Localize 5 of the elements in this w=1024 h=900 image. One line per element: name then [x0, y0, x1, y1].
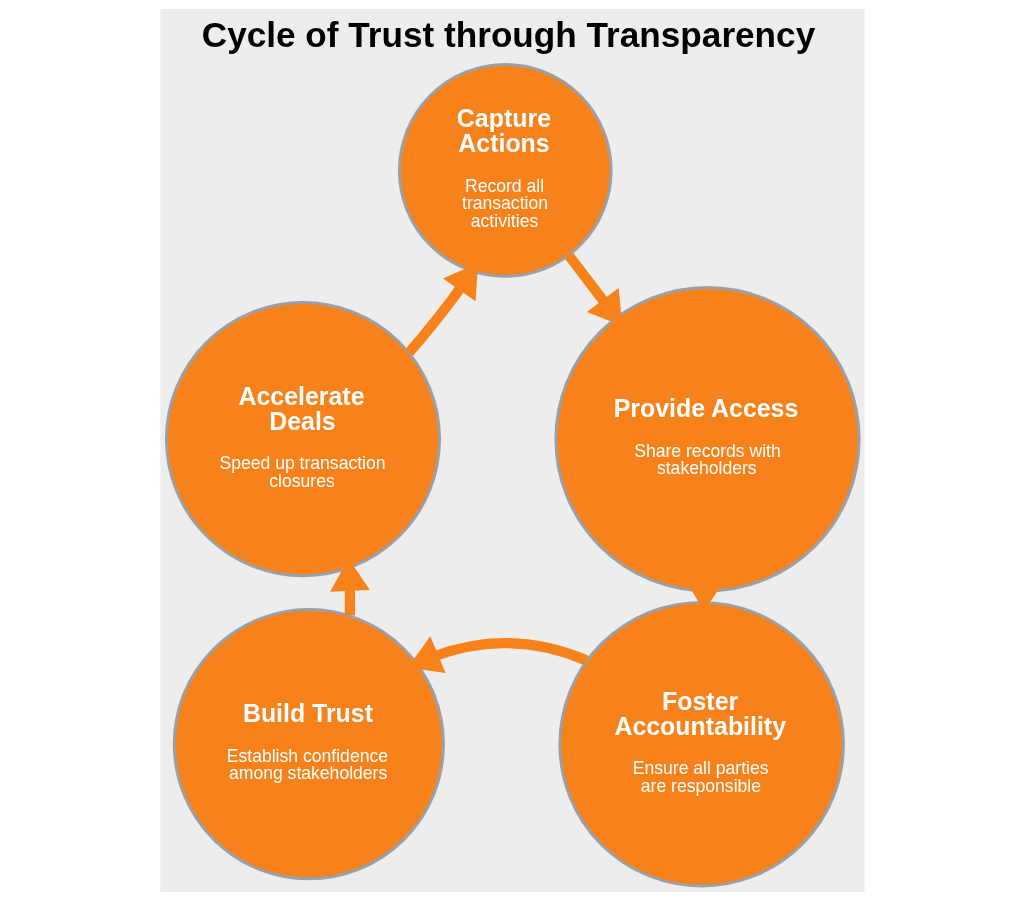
node-circle: Capture Actions Record all transaction activities [397, 62, 613, 278]
node-circle: Accelerate Deals Speed up transaction closures [164, 300, 441, 577]
node-circle: Foster Accountability Ensure all parties are responsible [557, 600, 845, 887]
diagram-title: Cycle of Trust through Transparency [201, 14, 815, 54]
arrow [564, 251, 622, 326]
